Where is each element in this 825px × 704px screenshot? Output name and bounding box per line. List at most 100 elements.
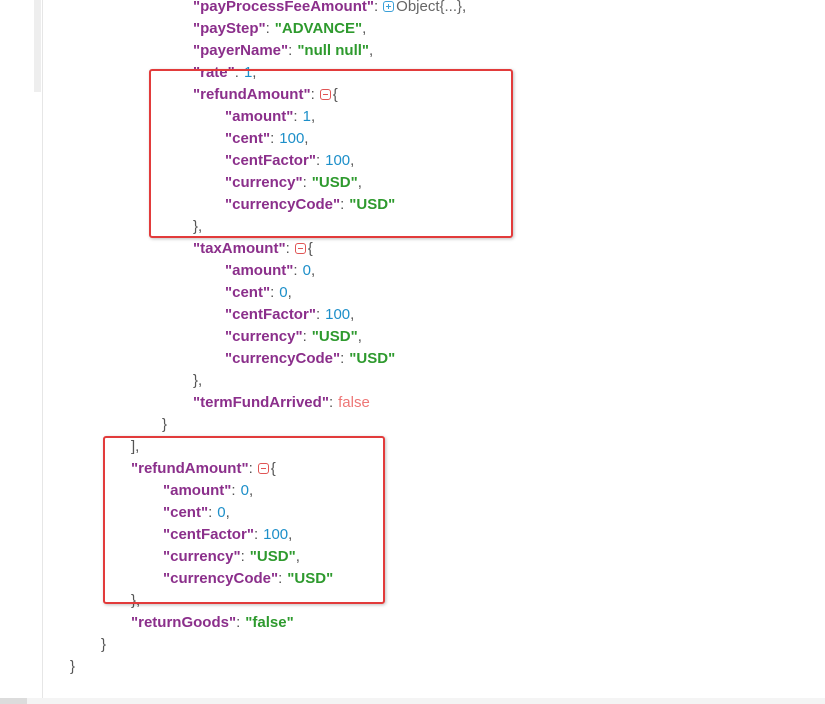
expand-toggle-icon[interactable]: [383, 1, 395, 12]
json-bracket: },: [193, 372, 203, 389]
json-line: "returnGoods":"false": [0, 612, 825, 634]
json-key: cent: [170, 504, 201, 521]
json-key-quote: ": [225, 328, 233, 345]
json-comma: ,: [295, 548, 300, 565]
json-colon: :: [236, 614, 241, 631]
json-comma: ,: [357, 174, 362, 191]
scroll-indicator[interactable]: [34, 0, 41, 92]
json-comma: ,: [225, 504, 230, 521]
json-boolean-value: false: [338, 394, 370, 411]
json-string-value: "ADVANCE": [274, 20, 363, 37]
json-colon: :: [248, 460, 253, 477]
json-key-quote: ": [131, 614, 139, 631]
json-string-value: "USD": [349, 350, 396, 367]
json-comma: ,: [288, 526, 293, 543]
json-colon: :: [315, 152, 321, 169]
json-number-value: 100: [263, 526, 289, 543]
json-line: ],: [0, 436, 825, 458]
json-string-value: "USD": [249, 548, 296, 565]
json-key: currencyCode: [232, 350, 333, 367]
json-line: "payerName":"null null",: [0, 40, 825, 62]
json-line: "cent":0,: [0, 282, 825, 304]
json-string-value: "USD": [287, 570, 334, 587]
json-comma: ,: [304, 130, 309, 147]
json-key-quote: ": [163, 482, 171, 499]
json-line: },: [0, 370, 825, 392]
json-key-quote: ": [225, 306, 233, 323]
json-bracket: ],: [131, 438, 140, 455]
json-key: payStep: [200, 20, 259, 37]
json-comma: ,: [310, 262, 316, 279]
json-key-quote: ": [193, 86, 201, 103]
collapsed-object-label[interactable]: Object{...}: [396, 0, 463, 15]
json-line: "currency":"USD",: [0, 546, 825, 568]
json-line: "taxAmount":{: [0, 238, 825, 260]
json-key: refundAmount: [200, 86, 304, 103]
json-colon: :: [270, 284, 275, 301]
json-key: cent: [232, 130, 263, 147]
json-colon: :: [293, 262, 298, 279]
json-key-quote: ": [286, 108, 294, 125]
json-key: rate: [200, 64, 228, 81]
collapse-toggle-icon[interactable]: [319, 89, 331, 100]
json-line: }: [0, 634, 825, 656]
json-key-quote: ": [333, 196, 341, 213]
json-bracket: }: [70, 658, 76, 675]
json-key-quote: ": [262, 284, 271, 301]
json-key: currencyCode: [170, 570, 271, 587]
json-colon: :: [234, 64, 239, 81]
json-key-quote: ": [193, 0, 201, 15]
json-line: "amount":1,: [0, 106, 825, 128]
json-colon: :: [265, 20, 270, 37]
json-key-quote: ": [225, 174, 233, 191]
json-line: "refundAmount":{: [0, 84, 825, 106]
json-key: centFactor: [232, 152, 309, 169]
json-colon: :: [373, 0, 379, 15]
open-brace: {: [307, 240, 313, 257]
json-line: "currencyCode":"USD": [0, 194, 825, 216]
json-colon: :: [208, 504, 213, 521]
json-key-quote: ": [193, 42, 201, 59]
json-comma: ,: [287, 284, 292, 301]
json-colon: :: [302, 174, 307, 191]
json-colon: :: [340, 350, 345, 367]
json-key-quote: ": [225, 130, 233, 147]
gutter-divider: [42, 0, 43, 704]
open-brace: {: [270, 460, 276, 477]
json-colon: :: [328, 394, 334, 411]
json-key: currency: [232, 328, 296, 345]
json-comma: ,: [248, 482, 254, 499]
json-key-quote: ": [225, 196, 233, 213]
json-number-value: 100: [325, 306, 351, 323]
json-line: "amount":0,: [0, 260, 825, 282]
collapse-toggle-icon[interactable]: [257, 463, 269, 474]
json-key: taxAmount: [200, 240, 279, 257]
json-comma: ,: [357, 328, 362, 345]
json-key-quote: ": [308, 306, 316, 323]
json-line: "centFactor":100,: [0, 304, 825, 326]
json-bracket: }: [101, 636, 107, 653]
json-comma: ,: [462, 0, 467, 15]
json-colon: :: [293, 108, 298, 125]
json-key-quote: ": [225, 152, 233, 169]
json-colon: :: [340, 196, 345, 213]
json-line: "centFactor":100,: [0, 150, 825, 172]
json-line: },: [0, 590, 825, 612]
json-key-quote: ": [193, 64, 201, 81]
collapse-toggle-icon[interactable]: [294, 243, 306, 254]
json-line: },: [0, 216, 825, 238]
json-line: "refundAmount":{: [0, 458, 825, 480]
json-key-quote: ": [262, 130, 271, 147]
json-number-value: 100: [279, 130, 305, 147]
json-key: amount: [170, 482, 225, 499]
json-number-value: 0: [217, 504, 226, 521]
scrollbar-thumb[interactable]: [0, 698, 27, 704]
json-key-quote: ": [227, 64, 235, 81]
json-comma: ,: [362, 20, 367, 37]
json-key-quote: ": [333, 350, 341, 367]
json-key: currency: [170, 548, 234, 565]
json-key: centFactor: [170, 526, 247, 543]
horizontal-scrollbar[interactable]: [0, 698, 825, 704]
json-line: "amount":0,: [0, 480, 825, 502]
